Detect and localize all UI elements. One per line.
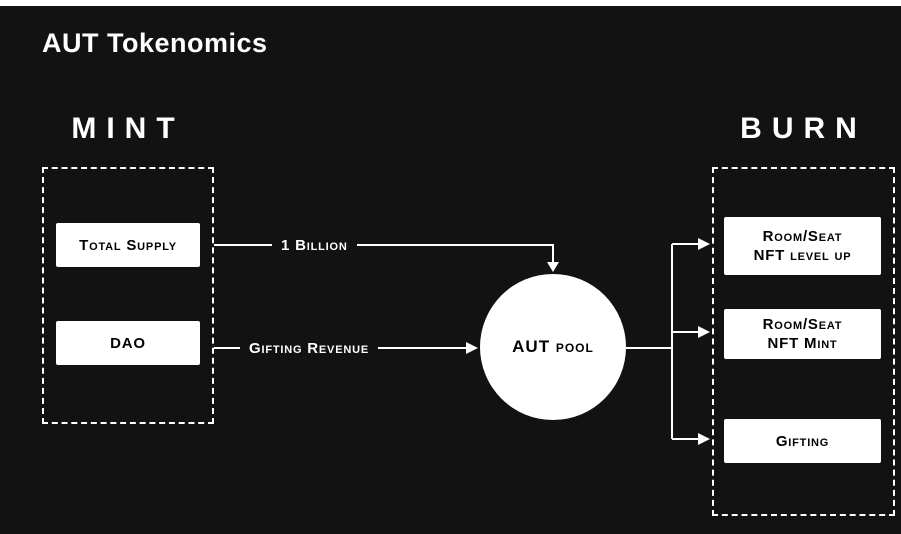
node-dao: DAO [56,321,200,365]
aut-pool-circle: AUT pool [480,274,626,420]
top-border-strip [0,0,901,6]
node-nft-mint: Room/Seat NFT Mint [724,309,881,359]
arrowhead-down-icon [547,262,559,272]
edge-supply-to-pool [214,244,559,272]
node-gifting: Gifting [724,419,881,463]
arrowhead-right-icon [466,342,478,354]
edge-pool-to-burn [626,238,710,445]
arrowhead-right-icon [698,238,710,250]
mint-group-box: Total Supply DAO [42,167,214,424]
arrowhead-right-icon [698,326,710,338]
node-nft-level-up: Room/Seat NFT level up [724,217,881,275]
node-nft-mint-line1: Room/Seat [762,316,843,333]
node-nft-mint-line2: NFT Mint [767,335,838,352]
mint-heading: MINT [71,112,185,145]
node-nft-level-up-line2: NFT level up [753,247,852,264]
node-nft-level-up-line1: Room/Seat [762,228,843,245]
node-total-supply-label: Total Supply [79,236,177,254]
node-total-supply: Total Supply [56,223,200,267]
node-dao-label: DAO [110,334,146,352]
arrowhead-right-icon [698,433,710,445]
edge-label-one-billion: 1 Billion [272,236,357,255]
burn-heading: BURN [740,112,867,145]
page-title: AUT Tokenomics [42,28,268,58]
edge-label-gifting-revenue: Gifting Revenue [240,339,378,358]
burn-group-box: Room/Seat NFT level up Room/Seat NFT Min… [712,167,895,516]
node-gifting-label: Gifting [775,432,830,450]
aut-pool-label: AUT pool [512,337,594,356]
